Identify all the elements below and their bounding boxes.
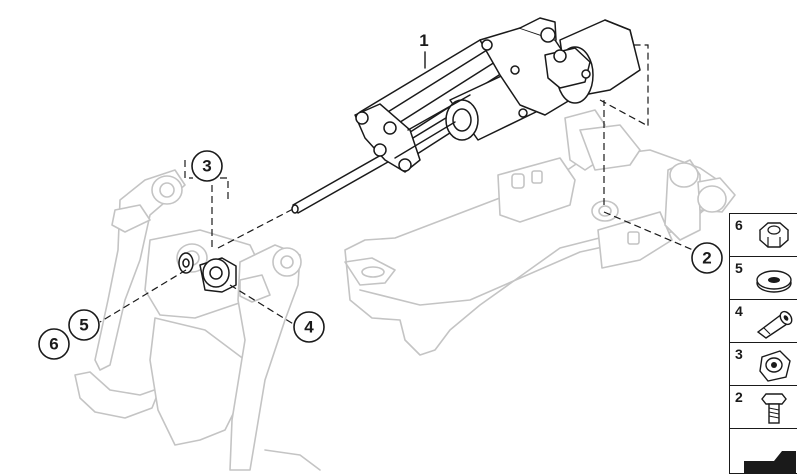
- legend-item-5: 5: [729, 256, 797, 300]
- hex-nut-icon: [758, 222, 790, 248]
- washer-part: [178, 252, 194, 274]
- svg-text:5: 5: [79, 316, 88, 335]
- left-bracket-ghost: [74, 169, 321, 471]
- svg-text:4: 4: [304, 318, 314, 337]
- legend-item-3: 3: [729, 342, 797, 386]
- bushing-part: [199, 257, 237, 293]
- legend-item-4: 4: [729, 299, 797, 343]
- svg-text:3: 3: [202, 157, 211, 176]
- legend-number: 6: [735, 217, 743, 233]
- callout-3: 3: [191, 150, 223, 182]
- leader-lines: [99, 44, 694, 326]
- legend-item-6: 6: [729, 213, 797, 257]
- callout-4: 4: [293, 311, 325, 343]
- legend-item-2: 2: [729, 385, 797, 429]
- arrow-corner-icon: [744, 451, 796, 473]
- legend-number: 3: [735, 346, 743, 362]
- callout-5: 5: [68, 309, 100, 341]
- bushing-sleeve-icon: [756, 310, 793, 339]
- drive-unit-part-1: [291, 17, 641, 214]
- washer-icon: [756, 270, 792, 293]
- legend-number: 5: [735, 260, 743, 276]
- clip-nut-icon: [759, 350, 791, 382]
- callout-2: 2: [691, 242, 723, 274]
- right-bracket-ghost: [344, 109, 736, 356]
- svg-text:1: 1: [419, 31, 428, 50]
- callout-6: 6: [38, 328, 70, 360]
- svg-text:2: 2: [702, 249, 711, 268]
- legend-number: 2: [735, 389, 743, 405]
- legend-footer: [729, 428, 797, 474]
- legend-number: 4: [735, 303, 743, 319]
- svg-text:6: 6: [49, 335, 58, 354]
- parts-legend: 6 5 4 3 2: [729, 213, 799, 474]
- hex-bolt-icon: [761, 393, 787, 424]
- label-part-1: 1: [419, 31, 429, 69]
